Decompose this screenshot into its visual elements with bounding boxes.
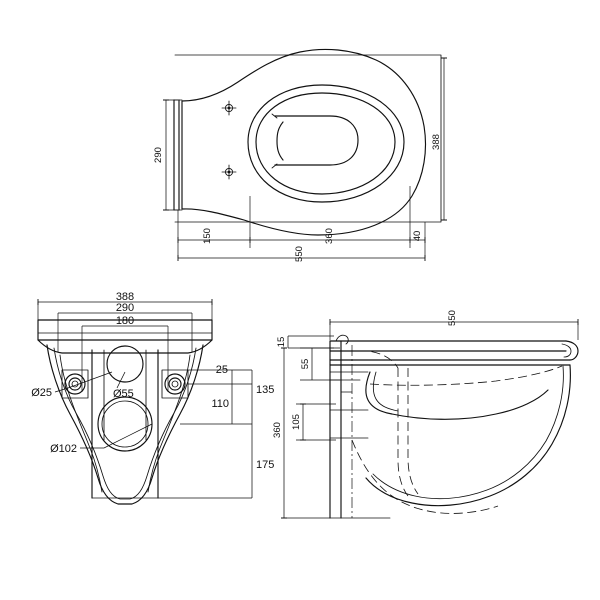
dim-label-360: 360 <box>324 228 335 244</box>
seat-outer-profile <box>181 48 427 236</box>
pan-body-outer <box>365 364 571 507</box>
dim-front-388: 388 <box>37 291 213 320</box>
dim-label-front-175: 175 <box>256 459 274 471</box>
front-body-outline <box>46 344 204 505</box>
bowl-interior-inner <box>372 371 399 412</box>
dim-side-55: 55 <box>300 347 340 381</box>
hidden-waterline <box>369 365 563 386</box>
dim-label-front-135: 135 <box>256 384 274 396</box>
dim-label-side-360: 360 <box>272 422 283 438</box>
leader-label-dia-102: Ø102 <box>50 443 77 455</box>
seat-rim-right <box>565 340 579 361</box>
front-flange-moulding <box>37 339 213 354</box>
fixing-boss-left <box>61 369 89 399</box>
seat-ring-outer <box>247 84 405 203</box>
flush-inlet-hole <box>106 345 144 383</box>
dim-label-side-105: 105 <box>291 414 302 430</box>
leader-label-dia-55: Ø55 <box>113 388 134 400</box>
dim-front-180: 180 <box>81 315 169 392</box>
leader-dia-25: Ø25 <box>31 371 113 399</box>
leader-dia-102: Ø102 <box>50 423 153 455</box>
seat-hinge-lip <box>335 334 349 345</box>
dim-label-front-290: 290 <box>116 302 134 314</box>
seat-ring-inner <box>255 92 396 195</box>
dim-top-550: 550 <box>177 246 426 262</box>
dim-top-388: 388 <box>431 57 447 221</box>
dim-side-105: 105 <box>291 403 336 441</box>
dim-label-side-550: 550 <box>447 310 458 326</box>
dim-label-150: 150 <box>202 228 213 244</box>
dim-label-front-110: 110 <box>211 398 229 410</box>
fixing-boss-right <box>161 369 189 399</box>
hidden-trap-wall <box>397 368 409 497</box>
dim-label-550-top: 550 <box>294 246 305 262</box>
dim-side-550: 550 <box>329 310 579 340</box>
dim-side-360: 360 <box>272 347 330 519</box>
dim-label-side-15: 15 <box>276 337 287 348</box>
waste-outlet-outer <box>97 396 153 452</box>
bracket-step <box>340 371 353 393</box>
bowl-opening-tick-top <box>271 113 278 119</box>
dim-top-290: 290 <box>153 99 178 211</box>
dim-label-290-left: 290 <box>153 147 164 163</box>
dim-label-side-55: 55 <box>300 359 311 370</box>
top-view-bounding-box <box>174 54 442 223</box>
dim-front-290: 290 <box>57 302 193 352</box>
bowl-opening-back-curve <box>276 121 284 161</box>
side-view: 550 <box>272 310 579 519</box>
dim-label-388-right: 388 <box>431 134 442 150</box>
dim-side-15: 15 <box>276 335 334 349</box>
bowl-opening-tick-bottom <box>271 163 278 169</box>
hidden-trap-wall-2 <box>407 368 419 495</box>
hidden-rim-front <box>358 350 399 369</box>
dim-label-40: 40 <box>412 231 423 242</box>
dim-label-front-25: 25 <box>216 364 228 376</box>
mounting-hole-upper <box>221 100 237 116</box>
hidden-base-curve <box>351 439 499 514</box>
bowl-opening-d-shape <box>274 115 359 166</box>
top-view: 290 388 150 360 40 <box>153 48 447 262</box>
bowl-interior-profile <box>365 371 549 420</box>
leader-label-dia-25: Ø25 <box>31 387 52 399</box>
waste-outlet-inner <box>101 400 149 448</box>
dim-top-chain-240: 150 360 40 <box>177 228 426 244</box>
mounting-hole-lower <box>221 164 237 180</box>
dim-label-front-180: 180 <box>116 315 134 327</box>
pan-body-inner <box>372 365 564 500</box>
front-view: Ø25 Ø55 Ø102 388 290 <box>31 291 274 505</box>
seat-rim-right-inner <box>561 343 572 358</box>
dim-label-front-388: 388 <box>116 291 134 303</box>
leader-dia-55: Ø55 <box>113 371 134 400</box>
dim-front-right-chain: 25 110 135 175 <box>158 364 274 499</box>
